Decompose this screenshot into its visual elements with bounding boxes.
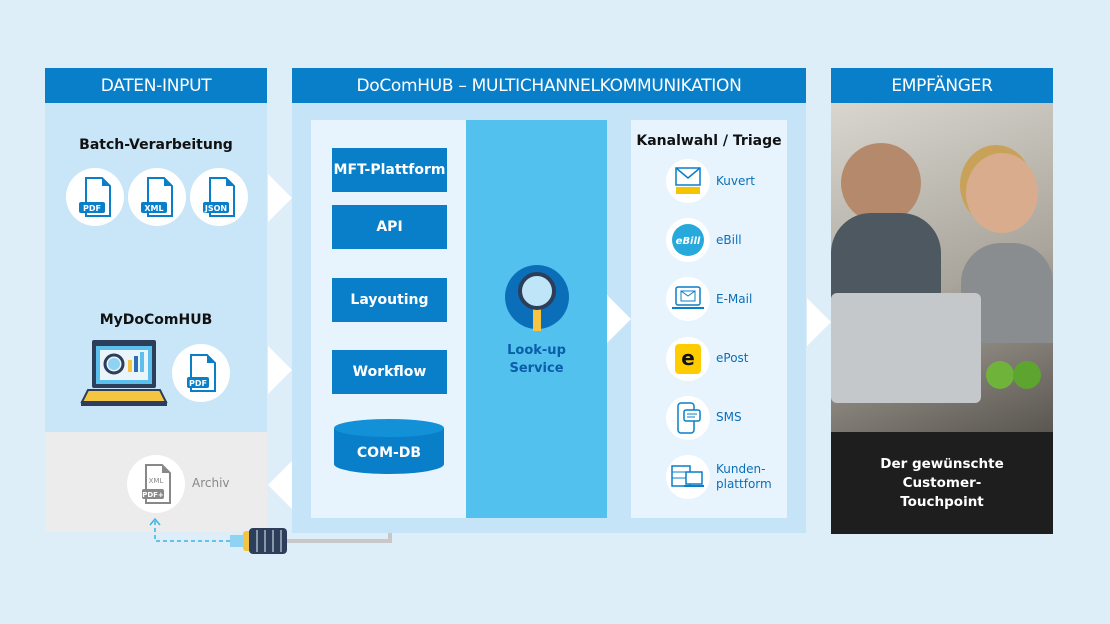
pdf-file-icon: PDF — [79, 177, 111, 217]
module-layouting: Layouting — [332, 278, 447, 322]
svg-text:eBill: eBill — [676, 236, 701, 247]
phone-chat-icon — [666, 395, 710, 440]
laptop-dashboard-icon — [80, 340, 168, 406]
input-header: DATEN-INPUT — [45, 68, 267, 103]
cable-connector — [149, 517, 392, 554]
svg-text:PDF+: PDF+ — [142, 491, 164, 499]
file-circle-xml: XML — [128, 168, 186, 226]
recipient-caption: Der gewünschte Customer-Touchpoint — [831, 432, 1053, 534]
customer-photo — [831, 103, 1053, 432]
module-api: API — [332, 205, 447, 249]
mydocomhub-title: MyDoComHUB — [99, 312, 213, 328]
recipient-header: EMPFÄNGER — [831, 68, 1053, 103]
pdf-file-circle: PDF — [172, 344, 230, 402]
file-circle-json: JSON — [190, 168, 248, 226]
arrow-right-icon — [607, 295, 631, 343]
module-workflow: Workflow — [332, 350, 447, 394]
pdf-file-icon: PDF — [187, 354, 216, 392]
svg-text:XML: XML — [144, 204, 163, 213]
channel-label: Kuvert — [716, 173, 755, 188]
database-icon — [334, 419, 444, 474]
arrow-right-icon — [268, 174, 292, 222]
file-circle-pdf: PDF — [66, 168, 124, 226]
archive-file-icon: XML PDF+ — [142, 464, 171, 504]
channel-label: ePost — [716, 351, 749, 366]
channel-label: SMS — [716, 410, 742, 425]
arrow-right-icon — [268, 346, 292, 394]
arrow-right-icon — [807, 298, 831, 346]
svg-text:PDF: PDF — [189, 379, 207, 388]
archive-file-circle: XML PDF+ — [127, 455, 185, 513]
ebill-icon: eBill — [666, 218, 710, 263]
channel-label: Kunden- plattform — [716, 462, 772, 491]
channels-title: Kanalwahl / Triage — [636, 133, 782, 149]
magnifier-icon — [505, 265, 569, 331]
arrow-left-icon — [268, 461, 292, 509]
svg-text:e: e — [681, 346, 695, 370]
module-mft: MFT-Plattform — [332, 148, 447, 192]
svg-text:JSON: JSON — [204, 204, 227, 213]
svg-text:PDF: PDF — [83, 204, 101, 213]
laptop-mail-icon — [666, 277, 710, 322]
batch-title: Batch-Verarbeitung — [79, 137, 233, 153]
channel-label: eBill — [716, 232, 742, 247]
platform-icon — [666, 455, 710, 499]
xml-file-icon: XML — [141, 177, 173, 217]
lookup-label: Look-up Service — [507, 343, 566, 376]
channel-label: E-Mail — [716, 291, 753, 306]
envelope-icon — [666, 159, 710, 203]
svg-text:XML: XML — [149, 477, 164, 485]
epost-icon: e — [666, 336, 710, 381]
archive-label: Archiv — [192, 476, 230, 490]
json-file-icon: JSON — [203, 177, 235, 217]
hub-header: DoComHUB – MULTICHANNELKOMMUNIKATION — [292, 68, 806, 103]
db-label: COM-DB — [356, 445, 422, 461]
